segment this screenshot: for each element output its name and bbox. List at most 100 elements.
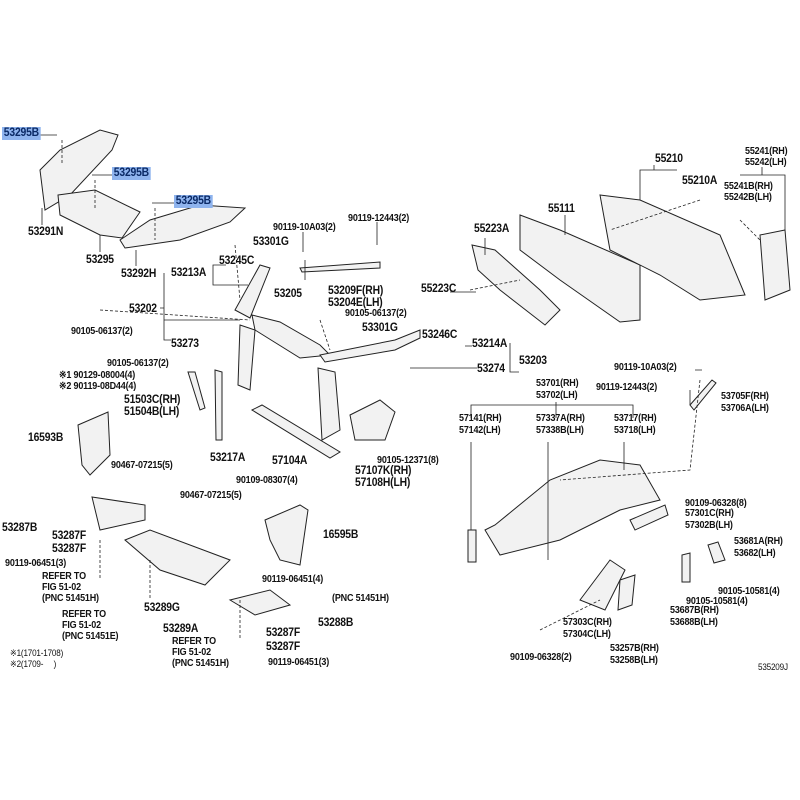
part-label[interactable]: 53301G [253, 236, 289, 248]
part-label[interactable]: 53287B [2, 522, 38, 534]
part-label-53295b[interactable]: 53295B [112, 167, 151, 180]
part-label[interactable]: 53287F [266, 641, 301, 653]
part-label[interactable]: 57338B(LH) [536, 425, 584, 436]
part-label[interactable]: 53705F(RH) [721, 391, 769, 402]
part-label[interactable]: 51503C(RH) [124, 394, 181, 406]
part-label[interactable]: 53204E(LH) [328, 297, 383, 309]
part-label[interactable]: 51504B(LH) [124, 406, 180, 418]
part-label[interactable]: 53682(LH) [734, 548, 776, 559]
part-label[interactable]: 55223C [421, 283, 457, 295]
part-label[interactable]: 57104A [272, 455, 308, 467]
part-label[interactable]: 57141(RH) [459, 413, 502, 424]
part-label[interactable]: 90119-12443(2) [348, 213, 410, 224]
part-label[interactable]: 53292H [121, 268, 157, 280]
part-label[interactable]: 90119-06451(4) [262, 574, 324, 585]
part-label[interactable]: 53246C [422, 329, 458, 341]
part-label[interactable]: 55242(LH) [745, 157, 787, 168]
part-label[interactable]: 53287F [52, 530, 87, 542]
part-label[interactable]: FIG 51-02 [172, 647, 211, 658]
part-label[interactable]: 90105-12371(8) [377, 455, 439, 466]
part-label[interactable]: 53702(LH) [536, 390, 578, 401]
part-label[interactable]: 90109-06328(8) [685, 498, 747, 509]
part-label[interactable]: 57302B(LH) [685, 520, 733, 531]
part-label[interactable]: 55210A [682, 175, 718, 187]
part-label[interactable]: 90105-10581(4) [718, 586, 780, 597]
part-label[interactable]: 53274 [477, 363, 505, 375]
part-label[interactable]: 90105-06137(2) [71, 326, 133, 337]
part-label[interactable]: 53301G [362, 322, 398, 334]
part-label[interactable]: 53287F [52, 543, 87, 555]
part-label[interactable]: 90109-08307(4) [236, 475, 298, 486]
part-label[interactable]: ※1 90129-08004(4) [59, 370, 136, 381]
part-label[interactable]: (PNC 51451H) [42, 593, 99, 604]
part-label[interactable]: REFER TO [42, 571, 86, 582]
part-label[interactable]: REFER TO [62, 609, 106, 620]
part-label[interactable]: 90105-06137(2) [345, 308, 407, 319]
part-label[interactable]: 53718(LH) [614, 425, 656, 436]
part-label[interactable]: 53289A [163, 623, 199, 635]
part-label[interactable]: 90119-06451(3) [5, 558, 67, 569]
part-label[interactable]: 57107K(RH) [355, 465, 412, 477]
part-label[interactable]: (PNC 51451H) [172, 658, 229, 669]
part-label[interactable]: 53287F [266, 627, 301, 639]
part-51503c [187, 371, 206, 411]
part-label[interactable]: 55111 [548, 203, 575, 215]
part-label-53295b[interactable]: 53295B [174, 195, 213, 208]
part-label[interactable]: (PNC 51451H) [332, 593, 389, 604]
part-label[interactable]: 53202 [129, 303, 157, 315]
part-label[interactable]: FIG 51-02 [62, 620, 101, 631]
part-label[interactable]: 53701(RH) [536, 378, 579, 389]
part-label[interactable]: 57108H(LH) [355, 477, 411, 489]
part-label[interactable]: 57303C(RH) [563, 617, 612, 628]
part-label[interactable]: 53687B(RH) [670, 605, 719, 616]
part-label[interactable]: 53257B(RH) [610, 643, 659, 654]
part-label[interactable]: 53214A [472, 338, 508, 350]
part-label[interactable]: 16593B [28, 432, 64, 444]
leader-lines [40, 134, 786, 560]
part-label[interactable]: 53289G [144, 602, 180, 614]
part-label[interactable]: 53288B [318, 617, 354, 629]
part-label[interactable]: REFER TO [172, 636, 216, 647]
part-label[interactable]: 53205 [274, 288, 302, 300]
part-label[interactable]: 53717(RH) [614, 413, 657, 424]
part-label-53295b[interactable]: 53295B [2, 127, 41, 140]
part-label[interactable]: 53209F(RH) [328, 285, 384, 297]
part-53213a [234, 264, 271, 319]
part-53295 [57, 189, 141, 239]
part-label[interactable]: 53688B(LH) [670, 617, 718, 628]
part-label[interactable]: 90119-10A03(2) [273, 222, 336, 233]
part-label[interactable]: 53706A(LH) [721, 403, 769, 414]
part-label[interactable]: 57304C(LH) [563, 629, 611, 640]
part-label[interactable]: 53203 [519, 355, 547, 367]
part-label[interactable]: 53291N [28, 226, 64, 238]
part-label[interactable]: 53245C [219, 255, 255, 267]
part-label[interactable]: (PNC 51451E) [62, 631, 119, 642]
part-label[interactable]: 53273 [171, 338, 199, 350]
part-label[interactable]: 53213A [171, 267, 207, 279]
part-label[interactable]: ※2 90119-08D44(4) [59, 381, 137, 392]
part-label[interactable]: 55242B(LH) [724, 192, 772, 203]
part-label[interactable]: 57337A(RH) [536, 413, 585, 424]
part-label[interactable]: 90105-06137(2) [107, 358, 169, 369]
part-label[interactable]: 90105-10581(4) [686, 596, 748, 607]
part-label[interactable]: 90119-12443(2) [596, 382, 658, 393]
part-53288b [228, 589, 292, 616]
part-label[interactable]: 90109-06328(2) [510, 652, 572, 663]
part-label[interactable]: 55223A [474, 223, 510, 235]
part-label[interactable]: 55241(RH) [745, 146, 788, 157]
part-label[interactable]: 90119-10A03(2) [614, 362, 677, 373]
part-53217a [214, 369, 223, 441]
part-label[interactable]: 53681A(RH) [734, 536, 783, 547]
part-label[interactable]: 53258B(LH) [610, 655, 658, 666]
part-label[interactable]: 57142(LH) [459, 425, 501, 436]
part-label[interactable]: 55241B(RH) [724, 181, 773, 192]
part-label[interactable]: 16595B [323, 529, 359, 541]
part-label[interactable]: 90467-07215(5) [180, 490, 242, 501]
part-label[interactable]: FIG 51-02 [42, 582, 81, 593]
part-label[interactable]: 53295 [86, 254, 114, 266]
part-label[interactable]: 90467-07215(5) [111, 460, 173, 471]
part-label[interactable]: 55210 [655, 153, 683, 165]
part-label[interactable]: 53217A [210, 452, 246, 464]
part-label[interactable]: 90119-06451(3) [268, 657, 330, 668]
part-label[interactable]: 57301C(RH) [685, 508, 734, 519]
